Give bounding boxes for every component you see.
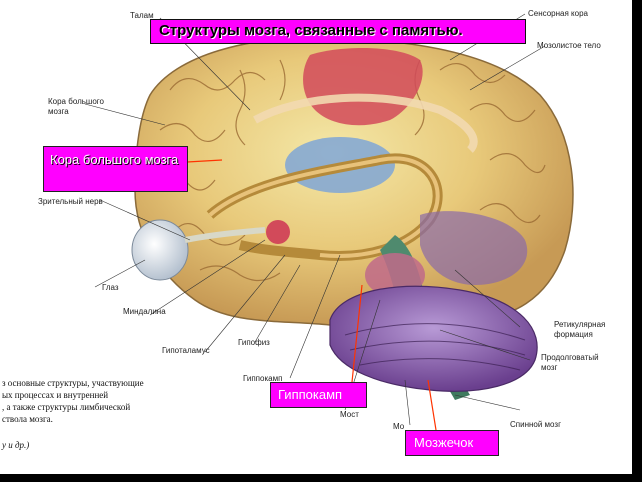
caption-line-4: ствола мозга.	[2, 414, 53, 424]
corpus-callosum-arc	[253, 93, 478, 153]
callout-hippocampus-text: Гиппокамп	[278, 387, 343, 402]
callout-hippocampus: Гиппокамп	[270, 382, 367, 408]
slide-shadow-bottom	[6, 474, 642, 482]
callout-cerebellum-text: Мозжечок	[414, 435, 474, 450]
label-medulla: Продолговатый мозг	[541, 353, 599, 372]
caption-line-1: з основные структуры, участвующие	[2, 378, 144, 388]
thalamus-region	[303, 48, 423, 126]
label-amygdala: Миндалина	[123, 307, 166, 316]
caption-line-5: y и др.)	[2, 440, 30, 450]
amygdala	[266, 220, 290, 244]
callout-leaders	[186, 159, 437, 431]
label-eye: Глаз	[102, 283, 119, 292]
label-hippocampus-small: Гиппокамп	[243, 374, 283, 383]
slide: Талам Сенсорная кора Мозолистое тело Кор…	[0, 0, 632, 474]
callout-cortex-text: Кора большого мозга	[50, 152, 179, 167]
temporal-region	[420, 211, 528, 285]
title-box: Структуры мозга, связанные с памятью.	[150, 19, 526, 44]
cerebellum	[329, 285, 538, 392]
label-pons: Мост	[340, 410, 359, 419]
label-pituitary: Гипофиз	[238, 338, 270, 347]
callout-cortex: Кора большого мозга	[43, 146, 188, 192]
label-cortex-small: Кора большого мозга	[48, 97, 104, 116]
callout-cerebellum: Мозжечок	[405, 430, 499, 456]
label-reticular: Ретикулярная формация	[554, 320, 606, 339]
caption-line-3: , а также структуры лимбической	[2, 402, 131, 412]
label-corpus-callosum: Мозолистое тело	[537, 41, 601, 50]
label-thalamus: Талам	[130, 11, 154, 20]
eye	[131, 219, 189, 281]
label-spinal-cord: Спинной мозг	[510, 420, 561, 429]
brain-illustration	[84, 13, 574, 431]
slide-title: Структуры мозга, связанные с памятью.	[159, 22, 463, 39]
optic-nerve	[184, 227, 266, 243]
slide-shadow-right	[632, 6, 642, 482]
caption-line-2: ых процессах и внутренней	[2, 390, 109, 400]
label-hypothalamus: Гипоталамус	[162, 346, 210, 355]
label-optic-nerve: Зрительный нерв	[38, 197, 103, 206]
label-brain-small: Мо	[393, 422, 405, 431]
label-sensory-cortex: Сенсорная кора	[528, 9, 588, 18]
